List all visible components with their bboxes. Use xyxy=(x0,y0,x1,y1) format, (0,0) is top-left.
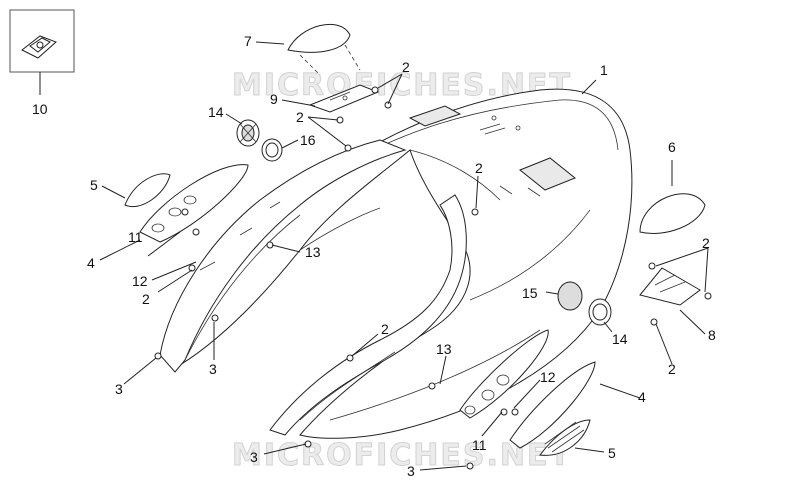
ring-lower xyxy=(588,298,612,326)
callout-3: 3 xyxy=(250,449,258,465)
ring-upper xyxy=(261,138,283,162)
callout-2: 2 xyxy=(402,59,410,75)
watermark-top: MICROFICHES.NET xyxy=(232,68,572,103)
callout-16: 16 xyxy=(300,132,316,148)
callout-4: 4 xyxy=(638,389,646,405)
inset-clip-box xyxy=(9,9,75,95)
callout-3: 3 xyxy=(407,463,415,479)
callout-2: 2 xyxy=(668,361,676,377)
reflector-housing-right xyxy=(509,361,596,449)
grommet-upper xyxy=(236,119,260,147)
callout-5: 5 xyxy=(608,445,616,461)
bracket-right xyxy=(639,267,701,306)
callout-2: 2 xyxy=(702,235,710,251)
callout-13: 13 xyxy=(305,244,321,260)
lower-inner-panel xyxy=(269,194,467,436)
callout-2: 2 xyxy=(296,109,304,125)
callout-14: 14 xyxy=(208,104,224,120)
leader-lines xyxy=(99,41,709,471)
callout-6: 6 xyxy=(668,139,676,155)
callout-5: 5 xyxy=(90,177,98,193)
screws xyxy=(154,86,712,470)
reflector-left xyxy=(124,173,171,207)
callout-labels: 1 2 2 2 2 2 2 2 3 3 3 3 4 4 5 5 6 7 8 9 … xyxy=(32,33,716,479)
callout-11: 11 xyxy=(472,437,487,453)
callout-12: 12 xyxy=(540,369,556,385)
callout-11: 11 xyxy=(128,229,143,245)
callout-12: 12 xyxy=(132,273,148,289)
callout-2: 2 xyxy=(381,321,389,337)
left-side-panel xyxy=(159,139,407,373)
callout-14: 14 xyxy=(612,331,628,347)
reflector-right xyxy=(539,419,591,456)
cap-lower xyxy=(557,281,583,311)
callout-3: 3 xyxy=(115,381,123,397)
bracket-top xyxy=(308,84,380,113)
callout-3: 3 xyxy=(209,361,217,377)
reflector-holder-right xyxy=(459,329,549,419)
callout-7: 7 xyxy=(244,33,252,49)
lens-right xyxy=(639,193,706,234)
reflector-holder-left xyxy=(139,164,249,243)
callout-1: 1 xyxy=(600,62,608,78)
callout-10: 10 xyxy=(32,101,48,117)
callout-9: 9 xyxy=(270,91,278,107)
callout-2: 2 xyxy=(142,291,150,307)
lens-top xyxy=(287,23,361,76)
callout-13: 13 xyxy=(436,341,452,357)
callout-15: 15 xyxy=(522,285,538,301)
callout-8: 8 xyxy=(708,327,716,343)
callout-4: 4 xyxy=(87,255,95,271)
callout-2: 2 xyxy=(475,160,483,176)
